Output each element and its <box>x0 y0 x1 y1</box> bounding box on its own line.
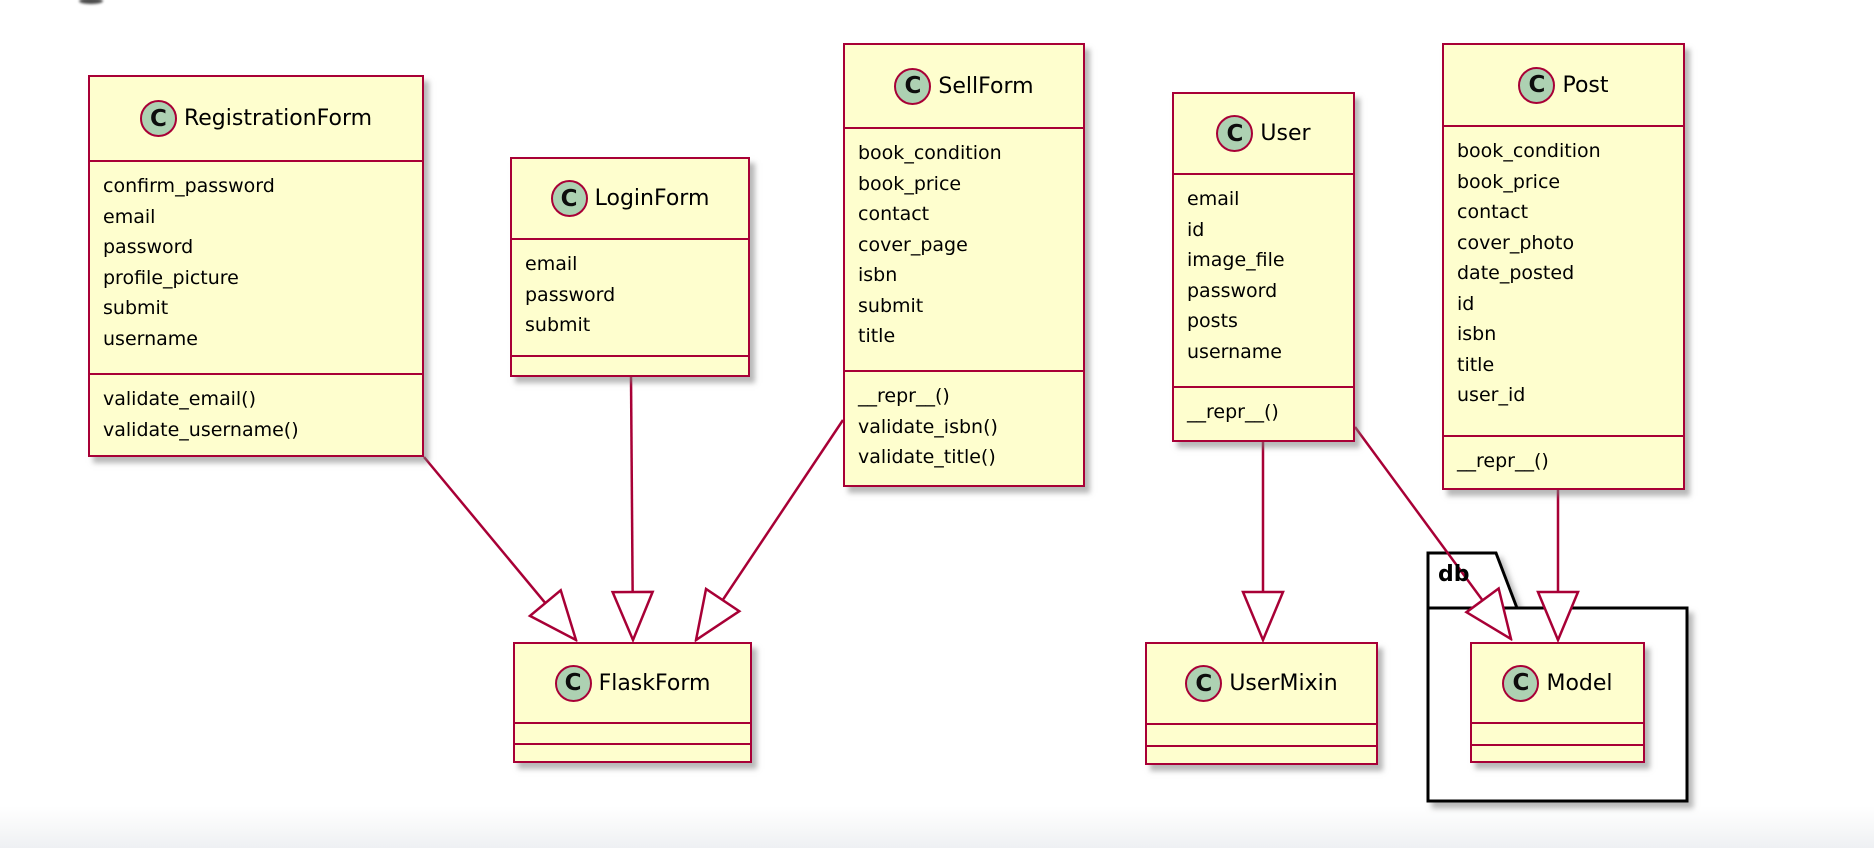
inheritance-arrow-user-extends-model <box>1353 426 1511 639</box>
class-name: UserMixin <box>1229 671 1338 696</box>
methods-compartment: validate_email() validate_username() <box>90 373 422 455</box>
class-title-row: C FlaskForm <box>515 644 750 722</box>
methods-compartment <box>515 743 750 761</box>
attribute-item: password <box>525 283 616 306</box>
class-stereotype-icon: C <box>139 100 177 137</box>
attributes-compartment <box>1472 722 1643 744</box>
attribute-item: user_id <box>1457 384 1526 406</box>
package-label: db <box>1438 562 1470 587</box>
method-item: validate_isbn() <box>858 415 998 438</box>
attribute-item: id <box>1457 292 1475 315</box>
class-title-row: C LoginForm <box>512 159 748 238</box>
attribute-item: book_condition <box>858 142 1002 164</box>
class-name: FlaskForm <box>598 670 711 696</box>
class-stereotype-icon: C <box>550 180 588 217</box>
screen-edge-artifact <box>79 0 103 4</box>
method-item: __repr__() <box>1187 401 1279 423</box>
attribute-item: cover_page <box>858 233 968 256</box>
methods-compartment <box>1472 744 1643 761</box>
methods-compartment: __repr__() <box>1444 435 1683 488</box>
methods-compartment: __repr__() validate_isbn() validate_title(… <box>845 370 1083 485</box>
class-stereotype-icon: C <box>894 67 932 105</box>
inheritance-arrow-registrationform-extends-flaskform <box>423 456 576 640</box>
class-title-row: C User <box>1174 94 1353 173</box>
class-stereotype-icon: C <box>1185 665 1223 702</box>
attribute-item: confirm_password <box>103 175 275 197</box>
attributes-compartment <box>1147 723 1376 745</box>
attribute-item: isbn <box>1457 323 1497 345</box>
methods-compartment <box>1147 745 1376 763</box>
attribute-item: profile_picture <box>103 266 239 289</box>
attribute-item: date_posted <box>1457 262 1575 284</box>
class-stereotype-icon: C <box>1518 66 1556 104</box>
attribute-item: book_condition <box>1457 140 1601 162</box>
inheritance-arrow-sellform-extends-flaskform <box>696 419 845 640</box>
class-title-row: C Model <box>1472 644 1643 722</box>
attribute-item: password <box>1187 279 1278 302</box>
attribute-item: email <box>1187 188 1240 210</box>
attribute-item: image_file <box>1187 249 1285 271</box>
class-box-model: C Model <box>1470 642 1645 763</box>
attribute-item: title <box>1457 353 1495 376</box>
class-title-row: C Post <box>1444 45 1683 125</box>
attributes-compartment: email id image_file password posts username <box>1174 173 1353 386</box>
class-stereotype-icon: C <box>1216 115 1254 152</box>
class-name: Post <box>1562 72 1609 98</box>
attribute-item: contact <box>858 203 930 225</box>
attributes-compartment <box>515 722 750 743</box>
class-name: LoginForm <box>594 186 710 211</box>
method-item: __repr__() <box>858 385 950 407</box>
method-item: __repr__() <box>1457 450 1549 472</box>
attribute-item: username <box>103 327 198 350</box>
attributes-compartment: email password submit <box>512 238 748 355</box>
class-stereotype-icon: C <box>554 664 592 702</box>
class-name: Model <box>1546 670 1613 696</box>
attribute-item: contact <box>1457 201 1529 223</box>
attribute-item: posts <box>1187 310 1238 332</box>
attribute-item: book_price <box>1457 170 1561 193</box>
attribute-item: email <box>525 253 578 275</box>
attribute-item: username <box>1187 340 1282 363</box>
class-name: RegistrationForm <box>183 106 373 131</box>
class-box-user-mixin: C UserMixin <box>1145 642 1378 765</box>
class-title-row: C SellForm <box>845 45 1083 127</box>
attribute-item: cover_photo <box>1457 231 1575 254</box>
class-name: User <box>1260 121 1311 146</box>
attribute-item: submit <box>525 314 591 336</box>
methods-compartment: __repr__() <box>1174 386 1353 440</box>
class-box-user: C User email id image_file password posts use… <box>1172 92 1355 442</box>
method-item: validate_title() <box>858 446 996 468</box>
class-box-flask-form: C FlaskForm <box>513 642 752 763</box>
class-name: SellForm <box>938 73 1034 99</box>
class-box-login-form: C LoginForm email password submit <box>510 157 750 377</box>
attribute-item: password <box>103 236 194 258</box>
attribute-item: email <box>103 205 156 228</box>
attribute-item: submit <box>858 294 924 317</box>
class-title-row: C UserMixin <box>1147 644 1376 723</box>
attribute-item: book_price <box>858 172 962 195</box>
attribute-item: submit <box>103 297 169 319</box>
attribute-item: id <box>1187 218 1205 241</box>
attribute-item: isbn <box>858 264 898 286</box>
methods-compartment <box>512 355 748 375</box>
page-bottom-gradient <box>0 806 1874 848</box>
inheritance-arrow-loginform-extends-flaskform <box>631 376 633 640</box>
attribute-item: title <box>858 325 896 347</box>
method-item: validate_email() <box>103 388 257 410</box>
class-title-row: C RegistrationForm <box>90 77 422 160</box>
method-item: validate_username() <box>103 418 299 441</box>
class-stereotype-icon: C <box>1502 664 1540 702</box>
